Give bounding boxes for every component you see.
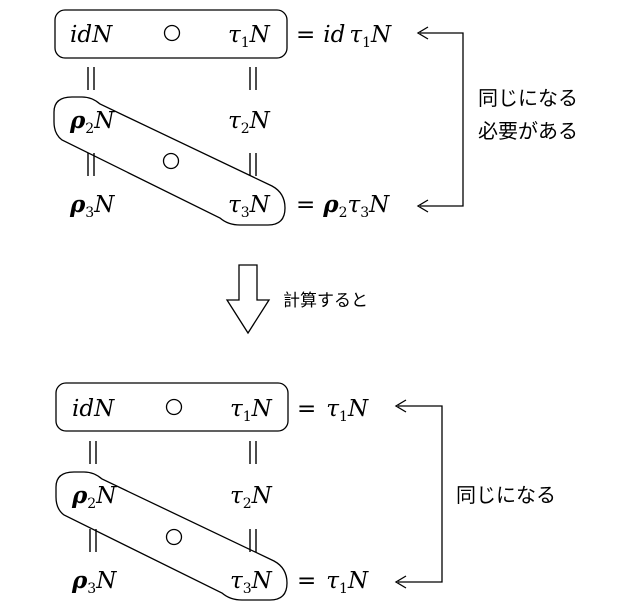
top-r1-c1: idN bbox=[70, 22, 113, 48]
top-bracket bbox=[416, 26, 464, 213]
bottom-diagonal-box bbox=[55, 471, 288, 601]
bottom-eq-bars-1 bbox=[89, 441, 257, 464]
top-r2-c3: τ2N bbox=[228, 108, 271, 137]
bottom-r2-c3: τ2N bbox=[230, 483, 273, 512]
bottom-r1-rhs: =τ1N bbox=[297, 396, 369, 425]
top-eq-bars-2 bbox=[87, 153, 257, 176]
bottom-r1-compose-circle bbox=[165, 398, 183, 416]
bottom-r2-c1: ρ2N bbox=[71, 482, 117, 512]
bottom-note-line1: 同じになる bbox=[456, 483, 556, 507]
bottom-diagram: idN τ1N =τ1N ρ2N τ2N ρ3N τ3N bbox=[55, 382, 556, 601]
middle-label: 計算すると bbox=[283, 291, 368, 311]
bottom-bracket bbox=[394, 399, 443, 589]
bottom-r3-rhs: =τ1N bbox=[297, 568, 369, 597]
top-r3-c3: τ3N bbox=[228, 192, 271, 221]
bottom-r3-c3: τ3N bbox=[230, 568, 273, 597]
top-r1-c3: τ1N bbox=[228, 22, 271, 51]
top-diagonal-box bbox=[53, 96, 286, 226]
top-note-line1: 同じになる bbox=[478, 86, 578, 110]
bottom-eq-bars-2 bbox=[89, 529, 257, 552]
bottom-r1-c3: τ1N bbox=[230, 396, 273, 425]
top-r2-c1: ρ2N bbox=[69, 107, 115, 137]
top-row1-box bbox=[54, 9, 288, 59]
down-arrow-icon bbox=[225, 264, 271, 335]
computation-arrow: 計算すると bbox=[225, 264, 368, 335]
bottom-r1-c1: idN bbox=[72, 396, 115, 422]
bottom-diag-compose-circle bbox=[165, 528, 183, 546]
top-r3-c1: ρ3N bbox=[69, 191, 115, 221]
bottom-r3-c1: ρ3N bbox=[71, 567, 117, 597]
bottom-row1-box bbox=[55, 382, 289, 432]
top-r1-compose-circle bbox=[163, 24, 181, 42]
top-r3-rhs: =ρ2τ3N bbox=[296, 191, 390, 221]
top-note-line2: 必要がある bbox=[478, 119, 578, 143]
top-diag-compose-circle bbox=[162, 152, 180, 170]
top-eq-bars-1 bbox=[87, 67, 257, 90]
